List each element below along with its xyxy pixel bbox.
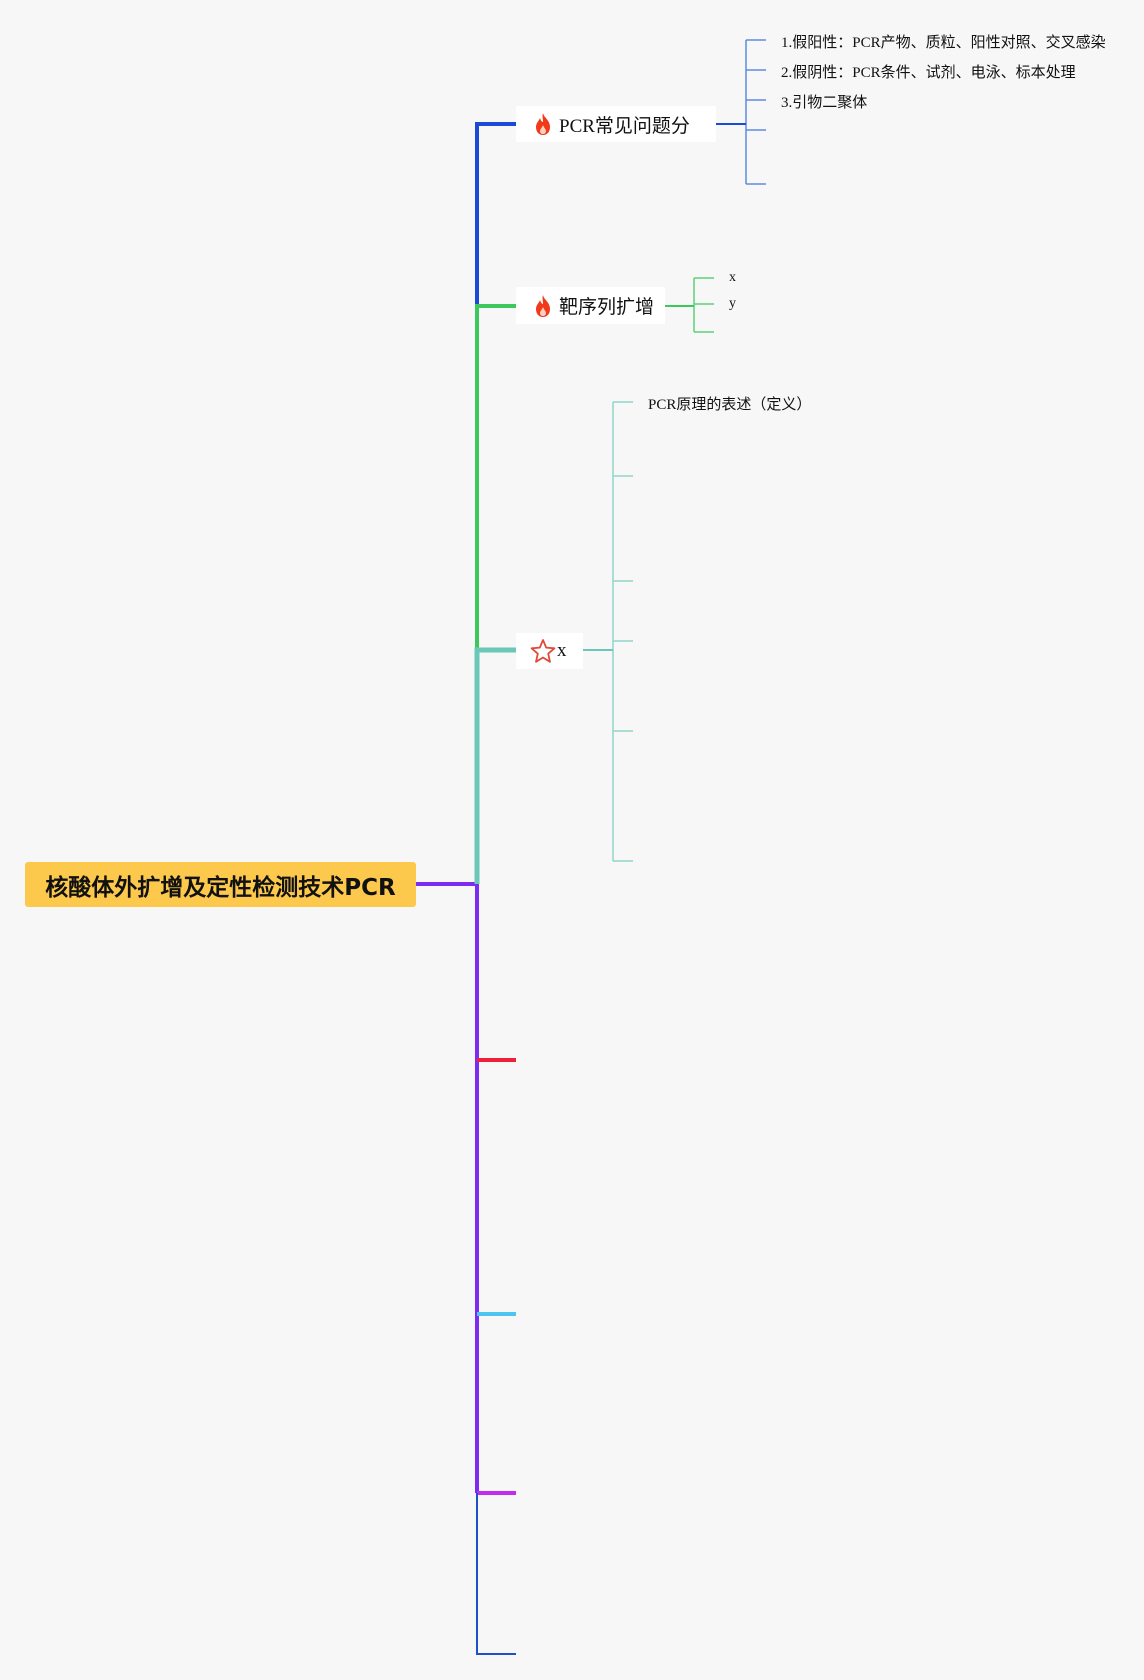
leaf-primer-dimer[interactable]: 3.引物二聚体 bbox=[781, 95, 868, 111]
root-label: 核酸体外扩增及定性检测技术PCR bbox=[45, 874, 396, 901]
leaf-x[interactable]: x bbox=[729, 270, 736, 285]
fire-icon bbox=[536, 294, 550, 317]
connector-branch-1 bbox=[475, 122, 516, 306]
leaf-pcr-principle[interactable]: PCR原理的表述（定义） bbox=[648, 397, 812, 413]
leaf-y[interactable]: y bbox=[729, 296, 736, 311]
branch-label: 靶序列扩增 bbox=[559, 297, 655, 318]
branch-node-x[interactable]: x bbox=[516, 633, 583, 669]
connector-leaves-3 bbox=[583, 401, 633, 862]
root-node[interactable]: 核酸体外扩增及定性检测技术PCR bbox=[25, 862, 416, 907]
connector-stub-navy bbox=[476, 1493, 516, 1655]
fire-icon bbox=[536, 113, 550, 135]
branch-node-pcr-problems[interactable]: PCR常见问题分 bbox=[516, 106, 716, 142]
branch-label: PCR常见问题分 bbox=[559, 115, 690, 137]
branch-node-target-amplification[interactable]: 靶序列扩增 bbox=[516, 287, 665, 324]
star-icon bbox=[530, 639, 556, 663]
connector-branch-3 bbox=[474, 647, 516, 884]
leaf-false-positive[interactable]: 1.假阳性：PCR产物、质粒、阳性对照、交叉感染 bbox=[781, 35, 1106, 51]
connector-leaves-1 bbox=[716, 39, 766, 185]
branch-label: x bbox=[557, 640, 567, 661]
leaf-false-negative[interactable]: 2.假阴性：PCR条件、试剂、电泳、标本处理 bbox=[781, 65, 1076, 81]
connector-branch-2 bbox=[475, 304, 516, 650]
